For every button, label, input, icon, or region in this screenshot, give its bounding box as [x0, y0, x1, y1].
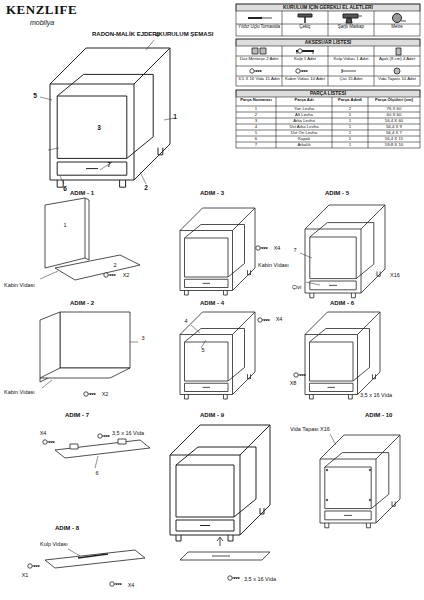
brand-subtitle: mobilya [30, 19, 80, 27]
table-heading: AKSESUAR LİSTESİ [236, 40, 420, 45]
step-heading: ADIM - 8 [55, 525, 95, 532]
step-annotation: X4 [124, 582, 138, 588]
table-cell: Arka Levha [277, 119, 331, 124]
step-annotation: 3,5 x 16 Vida [112, 430, 158, 436]
callout-number: 7 [104, 161, 114, 168]
step-annotation: X4 [270, 245, 284, 251]
step-heading: ADIM - 7 [65, 412, 105, 419]
table-cell: 76 X 60 [369, 107, 419, 112]
step-annotation: Kabin Vidası [258, 262, 300, 268]
step-annotation: X2 [98, 391, 112, 397]
tool-name: Yıldız Uçlu Tornavida [237, 25, 281, 30]
step-annotation: 5 [198, 347, 208, 353]
tool-name: Çekiç [283, 25, 327, 30]
table-cell: 56,4 X 7 [369, 131, 419, 136]
step-annotation: Kabin Vidası [4, 389, 48, 395]
step-annotation: Kabin Vidası [4, 282, 48, 288]
step-annotation: 4 [181, 318, 191, 324]
tool-name: Metre [375, 25, 419, 30]
accessory-name: Kulp 1 Adet [283, 57, 327, 62]
table-heading: KURULUM İÇİN GEREKLİ EL ALETLERİ [236, 5, 420, 10]
accessory-name: 3,5 X 16 Vida 15 Adet [237, 77, 281, 82]
table-cell: 59,8 X 10 [369, 143, 419, 148]
table-cell: 1 [333, 119, 367, 124]
step-annotation: X1 [18, 572, 32, 578]
step-heading: ADIM - 2 [70, 300, 110, 307]
table-cell: 1 [333, 143, 367, 148]
table-cell: 1 [333, 113, 367, 118]
table-cell: Alt Levha [277, 113, 331, 118]
table-cell: Üst Arka Levha [277, 125, 331, 130]
table-heading: PARÇA LİSTESİ [236, 91, 420, 96]
accessory-name: Kulp Vidası 1 Adet [329, 57, 373, 62]
table-cell: 60 X 60 [369, 113, 419, 118]
step-annotation: X16 [390, 272, 410, 278]
step-annotation: X4 [272, 316, 286, 322]
table-cell: 5 [237, 131, 275, 136]
step-annotation: 3,5 x 16 Vida [244, 576, 290, 582]
step-heading: ADIM - 9 [200, 412, 240, 419]
step-annotation: Çivi [292, 284, 312, 290]
callout-number: 4 [152, 31, 162, 38]
table-cell: 1 [333, 137, 367, 142]
callout-number: 5 [30, 92, 40, 99]
step-heading: ADIM - 5 [325, 190, 365, 197]
step-annotation: 7 [290, 247, 300, 253]
accessory-name: Vida Tapası 10 Adet [375, 77, 419, 82]
accessory-name: Kabin Vidası 10 Adet [283, 77, 327, 82]
sheet-title: RADON-MALİK EJDER KURULUM ŞEMASI [92, 31, 232, 38]
step-annotation: 2 [110, 262, 120, 268]
accessory-name: Düz Menteşe 2 Adet [237, 57, 281, 62]
step-heading: ADIM - 1 [70, 190, 110, 197]
step-annotation: 6 [92, 470, 102, 476]
table-cell: 7 [237, 143, 275, 148]
step-heading: ADIM - 4 [200, 300, 240, 307]
table-cell: 1 [333, 131, 367, 136]
table-cell: 1 [237, 107, 275, 112]
table-cell: 2 [333, 107, 367, 112]
table-cell: 1 [333, 125, 367, 130]
table-cell: 2 [237, 113, 275, 118]
tool-name: Şarjlı Matkap [329, 25, 373, 30]
table-cell: Arkalık [277, 143, 331, 148]
column-heading: Parça Adedi [333, 98, 367, 103]
callout-number: 1 [170, 113, 180, 120]
step-heading: ADIM - 10 [365, 412, 407, 419]
callout-number: 3 [94, 124, 104, 131]
table-cell: 4 [237, 125, 275, 130]
step-heading: ADIM - 3 [200, 190, 240, 197]
table-cell: 56,4 X 15 [369, 137, 419, 142]
table-cell: Kapak [277, 137, 331, 142]
table-cell: 6 [237, 137, 275, 142]
step-annotation: Vida Tapası X16 [290, 426, 350, 432]
column-heading: Parça Numarası [237, 98, 275, 103]
callout-number: 2 [141, 184, 151, 191]
brand-logo: KENZLIFE [6, 3, 96, 17]
column-heading: Parça Ölçüleri (cm) [369, 98, 419, 103]
step-annotation: X4 [36, 430, 50, 436]
step-annotation: 1 [60, 222, 70, 228]
step-heading: ADIM - 6 [330, 300, 370, 307]
accessory-name: Ayak (8 cm) 4 Adet [375, 57, 419, 62]
accessory-name: Çivi 15 Adet [329, 77, 373, 82]
table-cell: Yan Levha [277, 107, 331, 112]
step-annotation: 3,5 x 16 Vida [360, 392, 406, 398]
callout-number: 6 [60, 185, 70, 192]
step-annotation: Kulp Vidası [40, 541, 82, 547]
step-annotation: X8 [286, 380, 300, 386]
step-annotation: 3 [138, 335, 148, 341]
table-cell: 56,4 X 60 [369, 119, 419, 124]
column-heading: Parça Adı [277, 98, 331, 103]
table-cell: 56,4 X 9 [369, 125, 419, 130]
table-cell: Üst Ön Levha [277, 131, 331, 136]
table-cell: 3 [237, 119, 275, 124]
step-annotation: X2 [119, 272, 133, 278]
